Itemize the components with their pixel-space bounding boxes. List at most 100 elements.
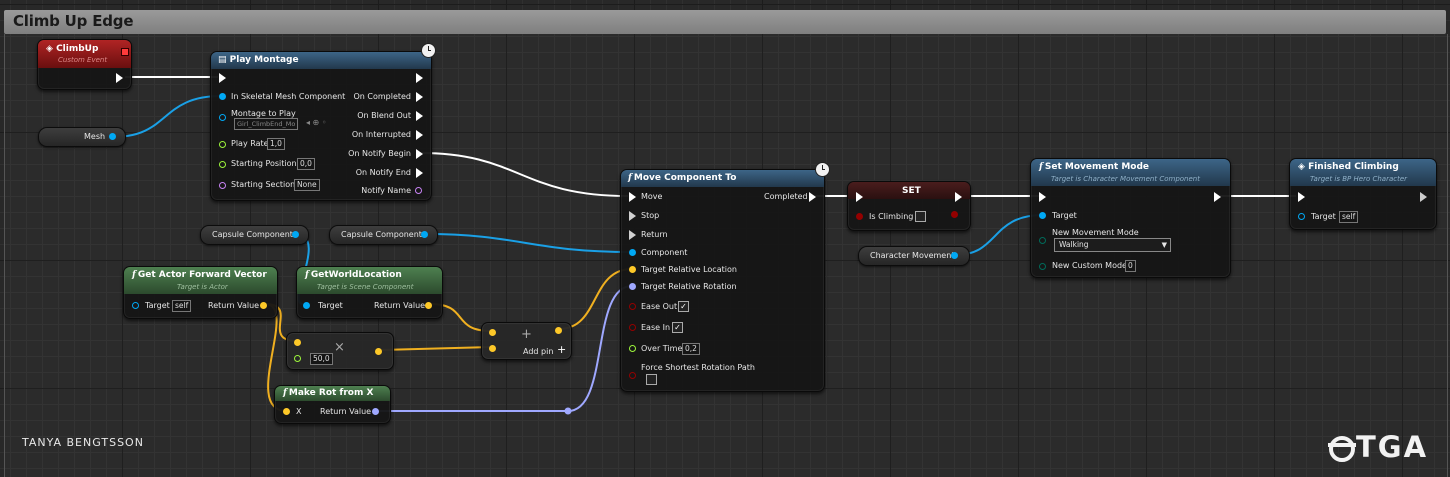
pin-label: On Completed — [353, 92, 411, 101]
ease-out-checkbox[interactable]: ✓ — [678, 301, 689, 312]
function-icon: f — [1039, 162, 1043, 172]
return-value-pin[interactable] — [260, 302, 267, 309]
play-montage-node[interactable]: ▤ Play Montage In Skeletal Mesh Componen… — [210, 43, 436, 201]
exec-out-pin[interactable] — [1214, 192, 1221, 202]
node-subtitle: Target is Actor — [177, 283, 228, 291]
play-rate-input[interactable]: 1,0 — [267, 138, 285, 150]
multiplier-input[interactable]: 50,0 — [310, 353, 333, 365]
starting-position-pin[interactable] — [219, 161, 226, 168]
force-shortest-pin[interactable] — [629, 372, 636, 379]
starting-position-input[interactable]: 0,0 — [297, 158, 315, 170]
ease-in-checkbox[interactable]: ✓ — [672, 322, 683, 333]
add-vector-node[interactable]: + Add pin + — [481, 322, 572, 360]
completed-exec-pin[interactable] — [809, 192, 816, 202]
skeletal-mesh-pin[interactable] — [219, 93, 226, 100]
target-pin[interactable] — [1298, 213, 1305, 220]
on-notify-end-pin[interactable] — [416, 168, 423, 178]
multiply-icon: × — [334, 340, 345, 355]
target-self-input[interactable]: self — [172, 300, 192, 312]
asset-browse-icons[interactable]: ◂ ⊕ ◦ — [306, 118, 327, 127]
then-out-pin[interactable] — [416, 73, 423, 83]
is-climbing-checkbox[interactable] — [915, 211, 926, 222]
object-out-pin[interactable] — [292, 231, 299, 238]
target-rotation-pin[interactable] — [629, 283, 636, 290]
montage-pin[interactable] — [219, 114, 226, 121]
pin-label: Return — [641, 230, 668, 239]
vector-in-pin-a[interactable] — [294, 339, 301, 346]
object-out-pin[interactable] — [421, 231, 428, 238]
notify-name-pin[interactable] — [415, 187, 422, 194]
pin-label: Target — [1311, 212, 1336, 221]
exec-in-pin[interactable] — [1039, 192, 1046, 202]
component-pin[interactable] — [629, 249, 636, 256]
x-vector-pin[interactable] — [283, 408, 290, 415]
mesh-variable-node[interactable]: Mesh — [38, 127, 126, 147]
vector-out-pin[interactable] — [555, 327, 562, 334]
new-movement-mode-pin[interactable] — [1039, 237, 1046, 244]
move-exec-pin[interactable] — [629, 192, 636, 202]
on-notify-begin-pin[interactable] — [416, 149, 423, 159]
force-shortest-checkbox[interactable] — [646, 374, 657, 385]
on-interrupted-pin[interactable] — [416, 130, 423, 140]
object-out-pin[interactable] — [951, 252, 958, 259]
climbup-event-node[interactable]: ◈ ClimbUp Custom Event — [37, 39, 132, 90]
object-out-pin[interactable] — [109, 133, 116, 140]
finished-climbing-node[interactable]: ◈ Finished Climbing Target is BP Hero Ch… — [1289, 158, 1437, 230]
custom-mode-input[interactable]: 0 — [1125, 260, 1136, 272]
target-pin[interactable] — [1039, 212, 1046, 219]
play-rate-pin[interactable] — [219, 141, 226, 148]
exec-in-pin[interactable] — [856, 192, 863, 202]
float-in-pin-b[interactable] — [294, 355, 301, 362]
pin-label: Force Shortest Rotation Path — [641, 363, 755, 372]
stop-exec-pin[interactable] — [629, 211, 636, 221]
set-is-climbing-node[interactable]: SET Is Climbing — [847, 181, 971, 231]
is-climbing-pin[interactable] — [856, 213, 863, 220]
vector-out-pin[interactable] — [375, 348, 382, 355]
return-rotator-pin[interactable] — [372, 408, 379, 415]
exec-in-pin[interactable] — [1298, 192, 1305, 202]
over-time-pin[interactable] — [629, 345, 636, 352]
starting-section-pin[interactable] — [219, 182, 226, 189]
exec-out-pin[interactable] — [1420, 192, 1427, 202]
over-time-input[interactable]: 0,2 — [682, 343, 700, 355]
function-icon: f — [628, 173, 632, 183]
character-movement-variable-node[interactable]: Character Movement — [858, 246, 970, 266]
exec-out-pin[interactable] — [116, 73, 123, 83]
target-self-input[interactable]: self — [1339, 211, 1359, 223]
node-title: Finished Climbing — [1308, 162, 1399, 172]
capsule-variable-node[interactable]: Capsule Component — [329, 225, 438, 245]
target-pin[interactable] — [132, 302, 139, 309]
is-climbing-out-pin[interactable] — [951, 211, 958, 218]
pin-label: Target — [1052, 211, 1077, 220]
ease-out-pin[interactable] — [629, 303, 636, 310]
author-signature: TANYA BENGTSSON — [22, 436, 144, 449]
new-custom-mode-pin[interactable] — [1039, 263, 1046, 270]
target-location-pin[interactable] — [629, 266, 636, 273]
delegate-pin[interactable] — [121, 48, 129, 56]
on-blend-out-pin[interactable] — [416, 111, 423, 121]
vector-in-pin-a[interactable] — [489, 329, 496, 336]
target-pin[interactable] — [303, 302, 310, 309]
ease-in-pin[interactable] — [629, 324, 636, 331]
vector-in-pin-b[interactable] — [489, 345, 496, 352]
on-completed-pin[interactable] — [416, 92, 423, 102]
return-exec-pin[interactable] — [629, 230, 636, 240]
exec-in-pin[interactable] — [219, 73, 226, 83]
add-pin-label[interactable]: Add pin — [523, 347, 554, 356]
movement-mode-dropdown[interactable]: Walking ▼ — [1054, 238, 1171, 252]
montage-asset-select[interactable]: Girl_ClimbEnd_Mo — [234, 118, 299, 130]
multiply-vector-node[interactable]: 50,0 × — [286, 332, 394, 370]
return-value-pin[interactable] — [425, 302, 432, 309]
pin-label: Ease Out — [641, 302, 678, 311]
exec-out-pin[interactable] — [955, 192, 962, 202]
add-pin-icon[interactable]: + — [557, 343, 567, 356]
capsule-variable-node[interactable]: Capsule Component — [200, 225, 309, 245]
node-subtitle: Target is BP Hero Character — [1310, 175, 1408, 183]
starting-section-input[interactable]: None — [294, 179, 320, 191]
comment-header[interactable]: Climb Up Edge — [4, 10, 1446, 34]
